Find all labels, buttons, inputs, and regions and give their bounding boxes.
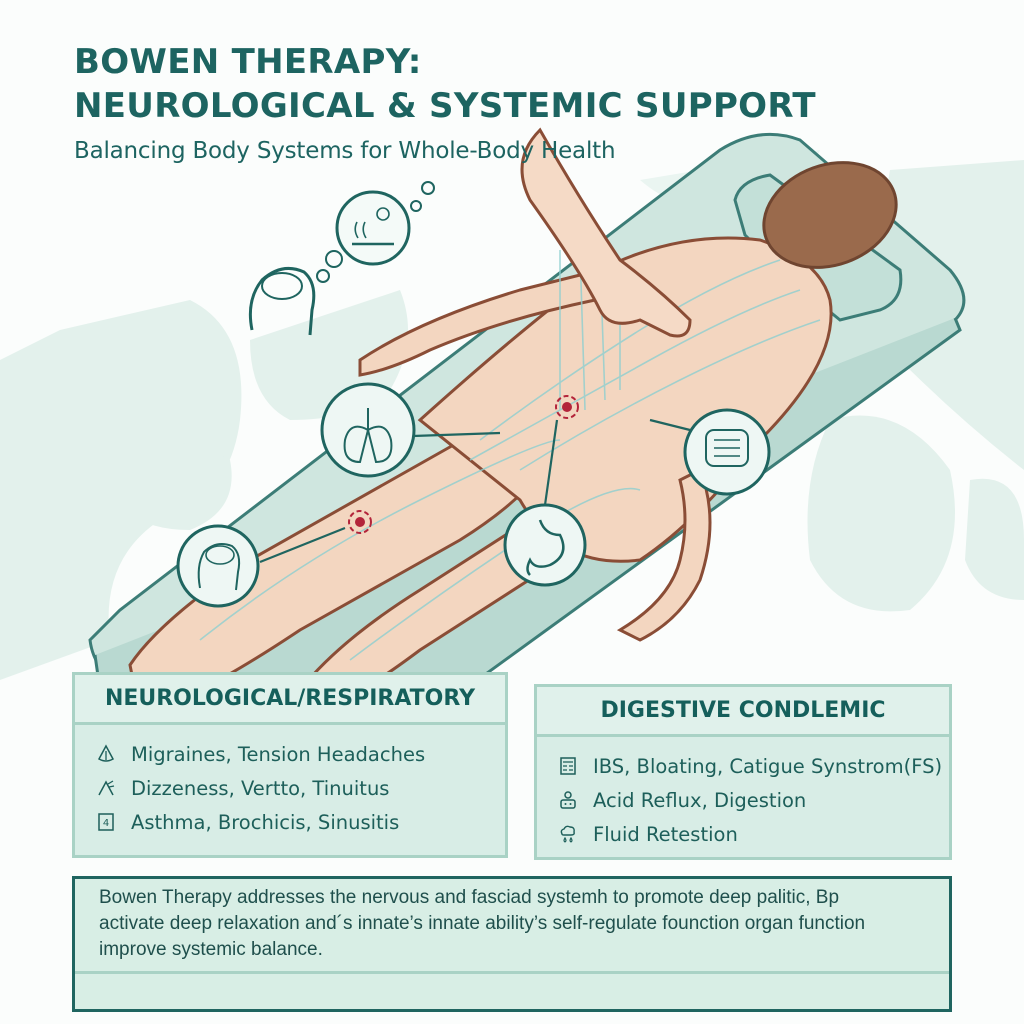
lungs-icon xyxy=(320,382,416,478)
svg-text:4: 4 xyxy=(103,818,109,829)
drop-leaf-icon xyxy=(95,743,117,765)
practitioner-hand xyxy=(520,127,692,338)
summary-line: Bowen Therapy addresses the nervous and … xyxy=(99,887,840,908)
head-brain-icon xyxy=(176,524,260,608)
target-points xyxy=(348,395,579,534)
connector-lines xyxy=(259,418,691,564)
page-title-line1: BOWEN THERAPY: xyxy=(74,42,422,82)
panel-list: IBS, Bloating, Catigue Synstrom(FS) Acid… xyxy=(537,737,949,851)
list-item: 4 Asthma, Brochicis, Sinusitis xyxy=(95,805,505,839)
panel-heading: NEUROLOGICAL/RESPIRATORY xyxy=(75,675,505,725)
calculator-icon xyxy=(557,755,579,777)
list-item: Fluid Retestion xyxy=(557,817,949,851)
neurological-respiratory-panel: NEUROLOGICAL/RESPIRATORY Migraines, Tens… xyxy=(72,672,508,858)
header: BOWEN THERAPY: NEUROLOGICAL & SYSTEMIC S… xyxy=(74,40,816,164)
item-label: Dizzeness, Vertto, Tinuitus xyxy=(131,776,390,800)
page-title-line2: NEUROLOGICAL & SYSTEMIC SUPPORT xyxy=(74,86,816,126)
summary-line: improve systemic balance. xyxy=(99,939,323,960)
panel-heading: DIGESTIVE CONDLEMIC xyxy=(537,687,949,737)
numbered-box-icon: 4 xyxy=(95,811,117,833)
cloud-drops-icon xyxy=(557,823,579,845)
summary-box: Bowen Therapy addresses the nervous and … xyxy=(72,876,952,1012)
person-device-icon xyxy=(557,789,579,811)
panel-list: Migraines, Tension Headaches Dizzeness, … xyxy=(75,725,505,839)
item-label: Asthma, Brochicis, Sinusitis xyxy=(131,810,400,834)
dizzy-arrows-icon xyxy=(95,777,117,799)
stomach-icon xyxy=(503,503,587,587)
item-label: Fluid Retestion xyxy=(593,822,738,846)
intestines-icon xyxy=(683,408,771,496)
item-label: IBS, Bloating, Catigue Synstrom(FS) xyxy=(593,754,943,778)
page-subtitle: Balancing Body Systems for Whole-Body He… xyxy=(74,138,616,164)
list-item: Migraines, Tension Headaches xyxy=(95,737,505,771)
list-item: Acid Reflux, Digestion xyxy=(557,783,949,817)
list-item: Dizzeness, Vertto, Tinuitus xyxy=(95,771,505,805)
item-label: Migraines, Tension Headaches xyxy=(131,742,426,766)
thought-head-brain-icon xyxy=(248,250,343,336)
digestive-panel: DIGESTIVE CONDLEMIC IBS, Bloating, Catig… xyxy=(534,684,952,860)
item-label: Acid Reflux, Digestion xyxy=(593,788,807,812)
summary-line: activate deep relaxation and´s innate’s … xyxy=(99,913,866,934)
summary-text: Bowen Therapy addresses the nervous and … xyxy=(75,879,949,971)
heat-sun-icon xyxy=(335,181,435,266)
list-item: IBS, Bloating, Catigue Synstrom(FS) xyxy=(557,749,949,783)
divider xyxy=(75,971,949,974)
